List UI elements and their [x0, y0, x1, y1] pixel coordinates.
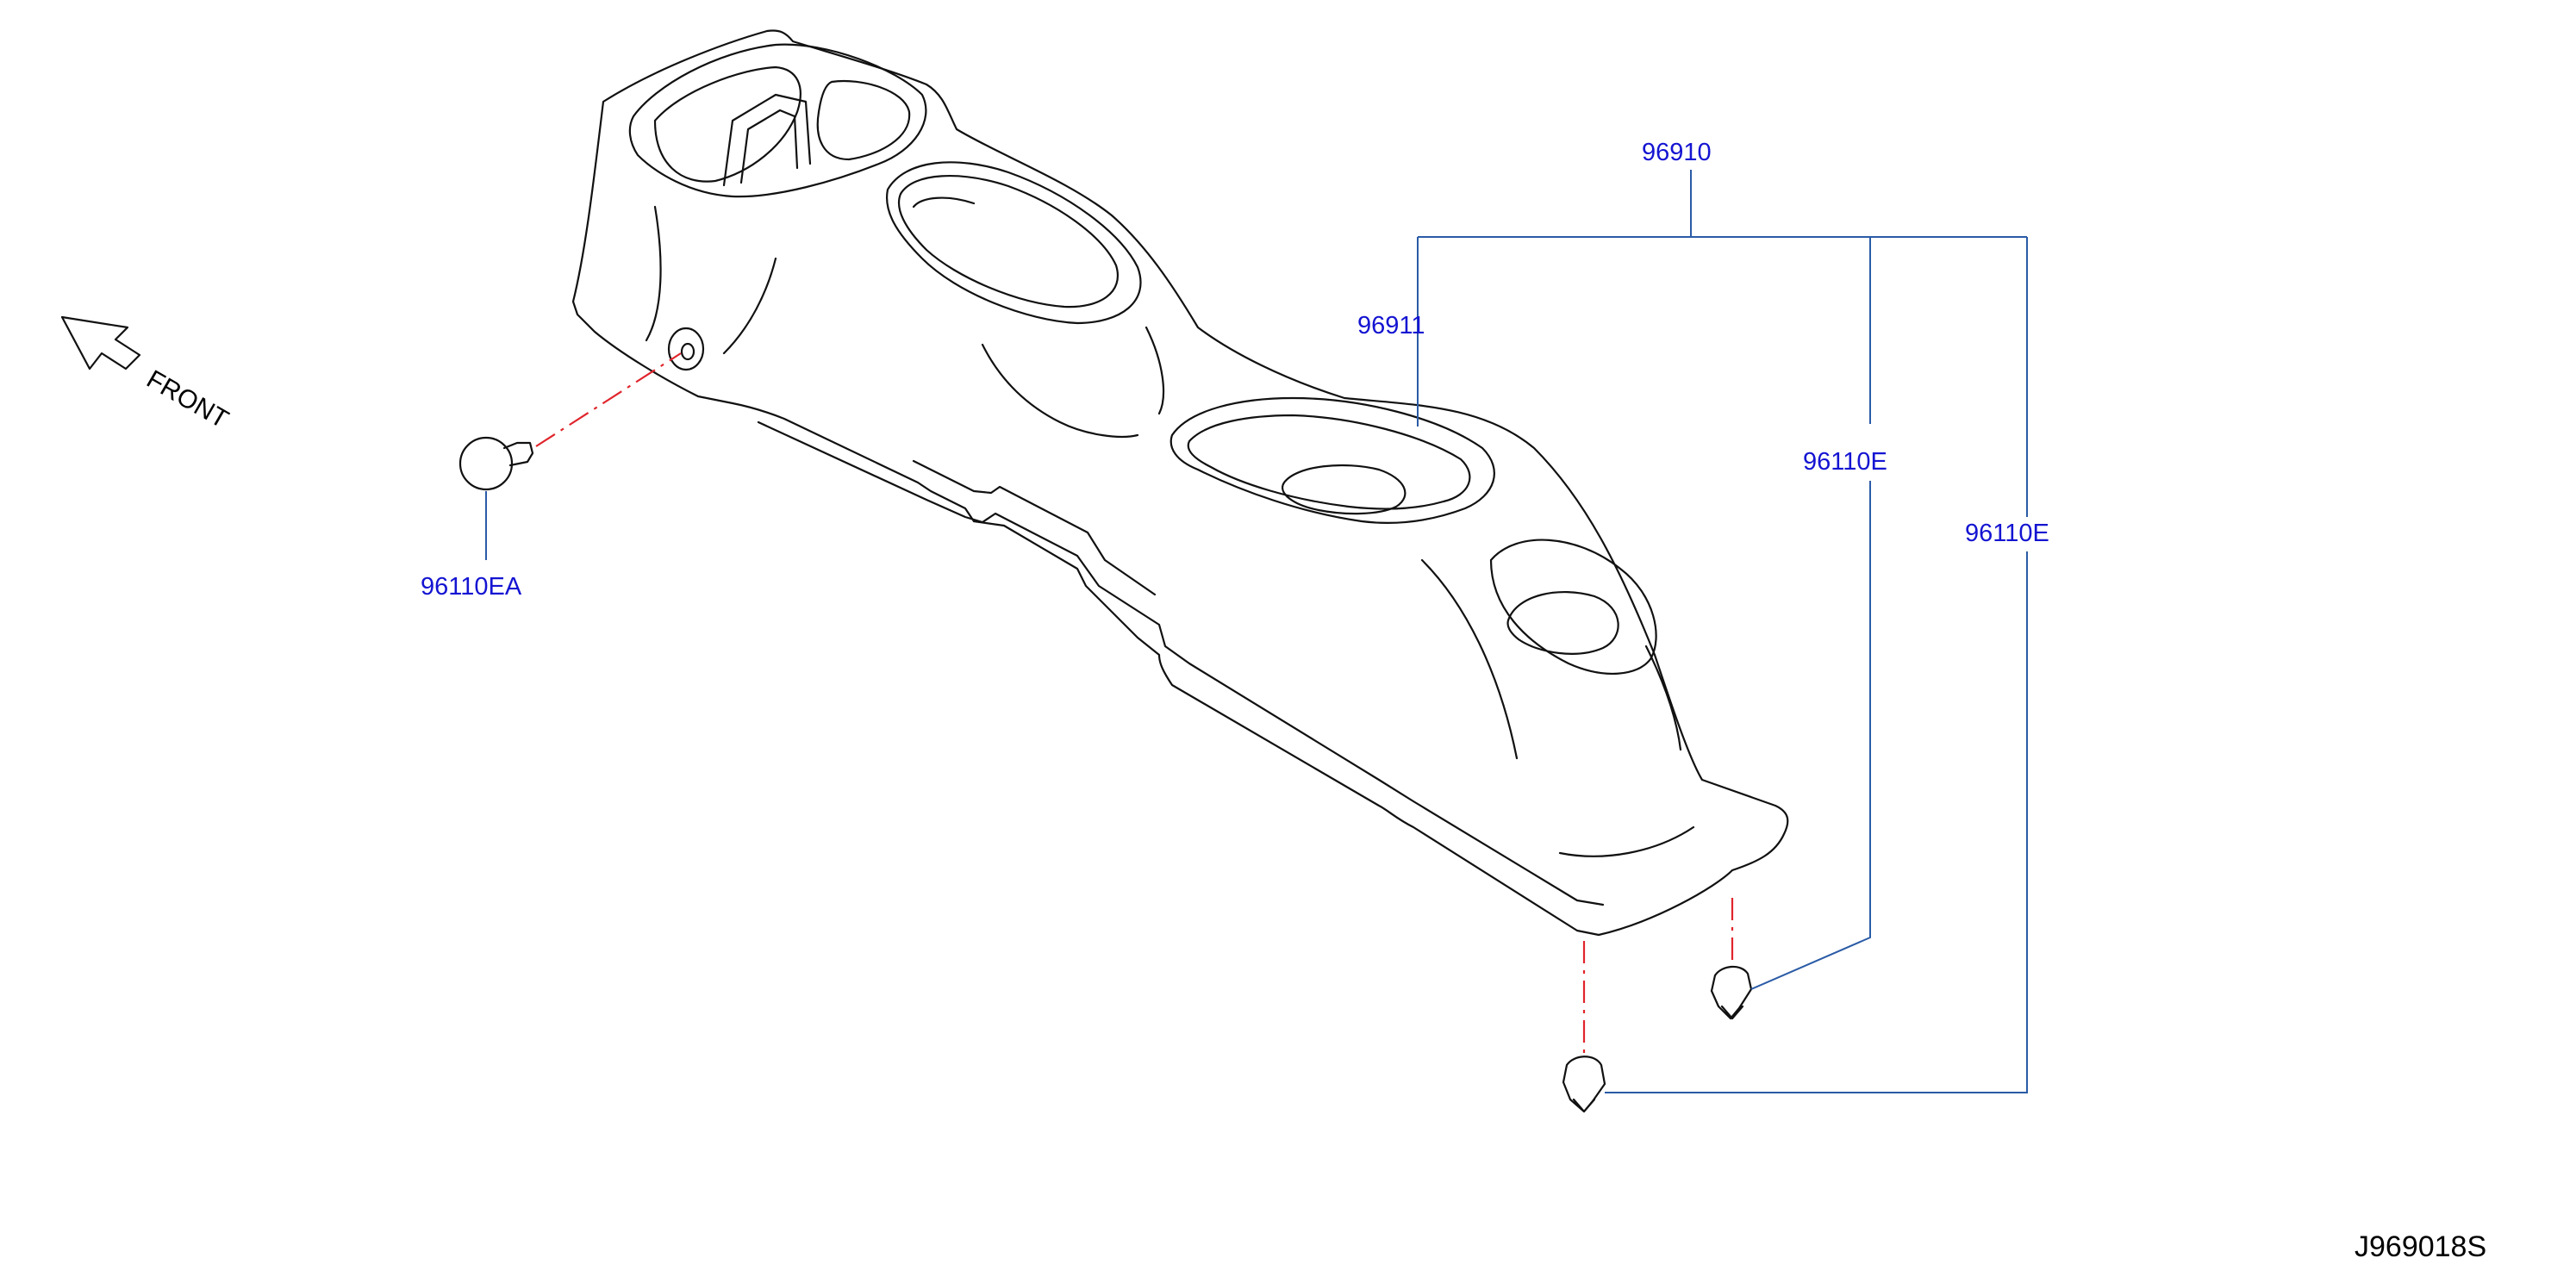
front-clip-axis-line [535, 352, 682, 447]
console-contour-7 [1644, 645, 1682, 751]
part-label-front-clip: 96110EA [421, 573, 522, 601]
rear-cup-holder-rim [628, 43, 927, 198]
rear-clip-lower [1562, 1056, 1606, 1113]
part-label-clip-lower: 96110E [1965, 520, 2049, 547]
rear-cup-divider [722, 93, 812, 187]
front-cup-holder-rim [1489, 539, 1657, 676]
console-contour-2 [722, 257, 777, 355]
middle-cup-holder-rim [885, 161, 1142, 325]
console-base-flange [757, 420, 1605, 906]
rear-cup-holder-left [653, 65, 801, 183]
center-tray-rim [1169, 396, 1495, 524]
clip-upper-leader-b [1750, 481, 1871, 990]
clip-lower-leader-b [1605, 551, 2028, 1093]
leader-lines [485, 170, 2028, 1093]
mounting-hole-inner [680, 342, 695, 361]
console-contour-4 [1145, 326, 1165, 415]
rear-cup-holder-right [816, 80, 911, 161]
console-contour-6 [1558, 825, 1695, 857]
clip-shank-icon [502, 441, 534, 467]
front-arrow-icon [60, 315, 141, 371]
rear-clip-upper [1710, 965, 1753, 1020]
console-contour-3 [981, 343, 1139, 438]
front-cup-holder-inner [1506, 590, 1619, 655]
part-label-assembly: 96910 [1642, 139, 1712, 166]
console-outline [571, 29, 1789, 937]
middle-cup-holder-floor [912, 196, 976, 209]
center-tray-pocket [1282, 464, 1407, 515]
front-direction-indicator: FRONT [60, 315, 234, 434]
clip-lower-icon [1562, 1056, 1606, 1113]
center-console-drawing [571, 29, 1789, 937]
mounting-hole-outer [667, 327, 705, 371]
middle-cup-holder-inner [897, 175, 1119, 308]
rear-cup-divider-inner [739, 109, 799, 184]
console-contour-1 [645, 205, 662, 342]
console-base-inner [912, 459, 1157, 596]
center-tray-inner [1187, 414, 1471, 510]
front-push-clip [458, 436, 534, 491]
part-label-console-body: 96911 [1357, 312, 1425, 339]
part-label-clip-upper: 96110E [1803, 448, 1887, 476]
front-label: FRONT [142, 364, 234, 433]
console-contour-5 [1420, 558, 1519, 760]
diagram-id: J969018S [2355, 1230, 2486, 1263]
clip-head-icon [458, 436, 514, 491]
clip-upper-icon [1710, 965, 1753, 1020]
